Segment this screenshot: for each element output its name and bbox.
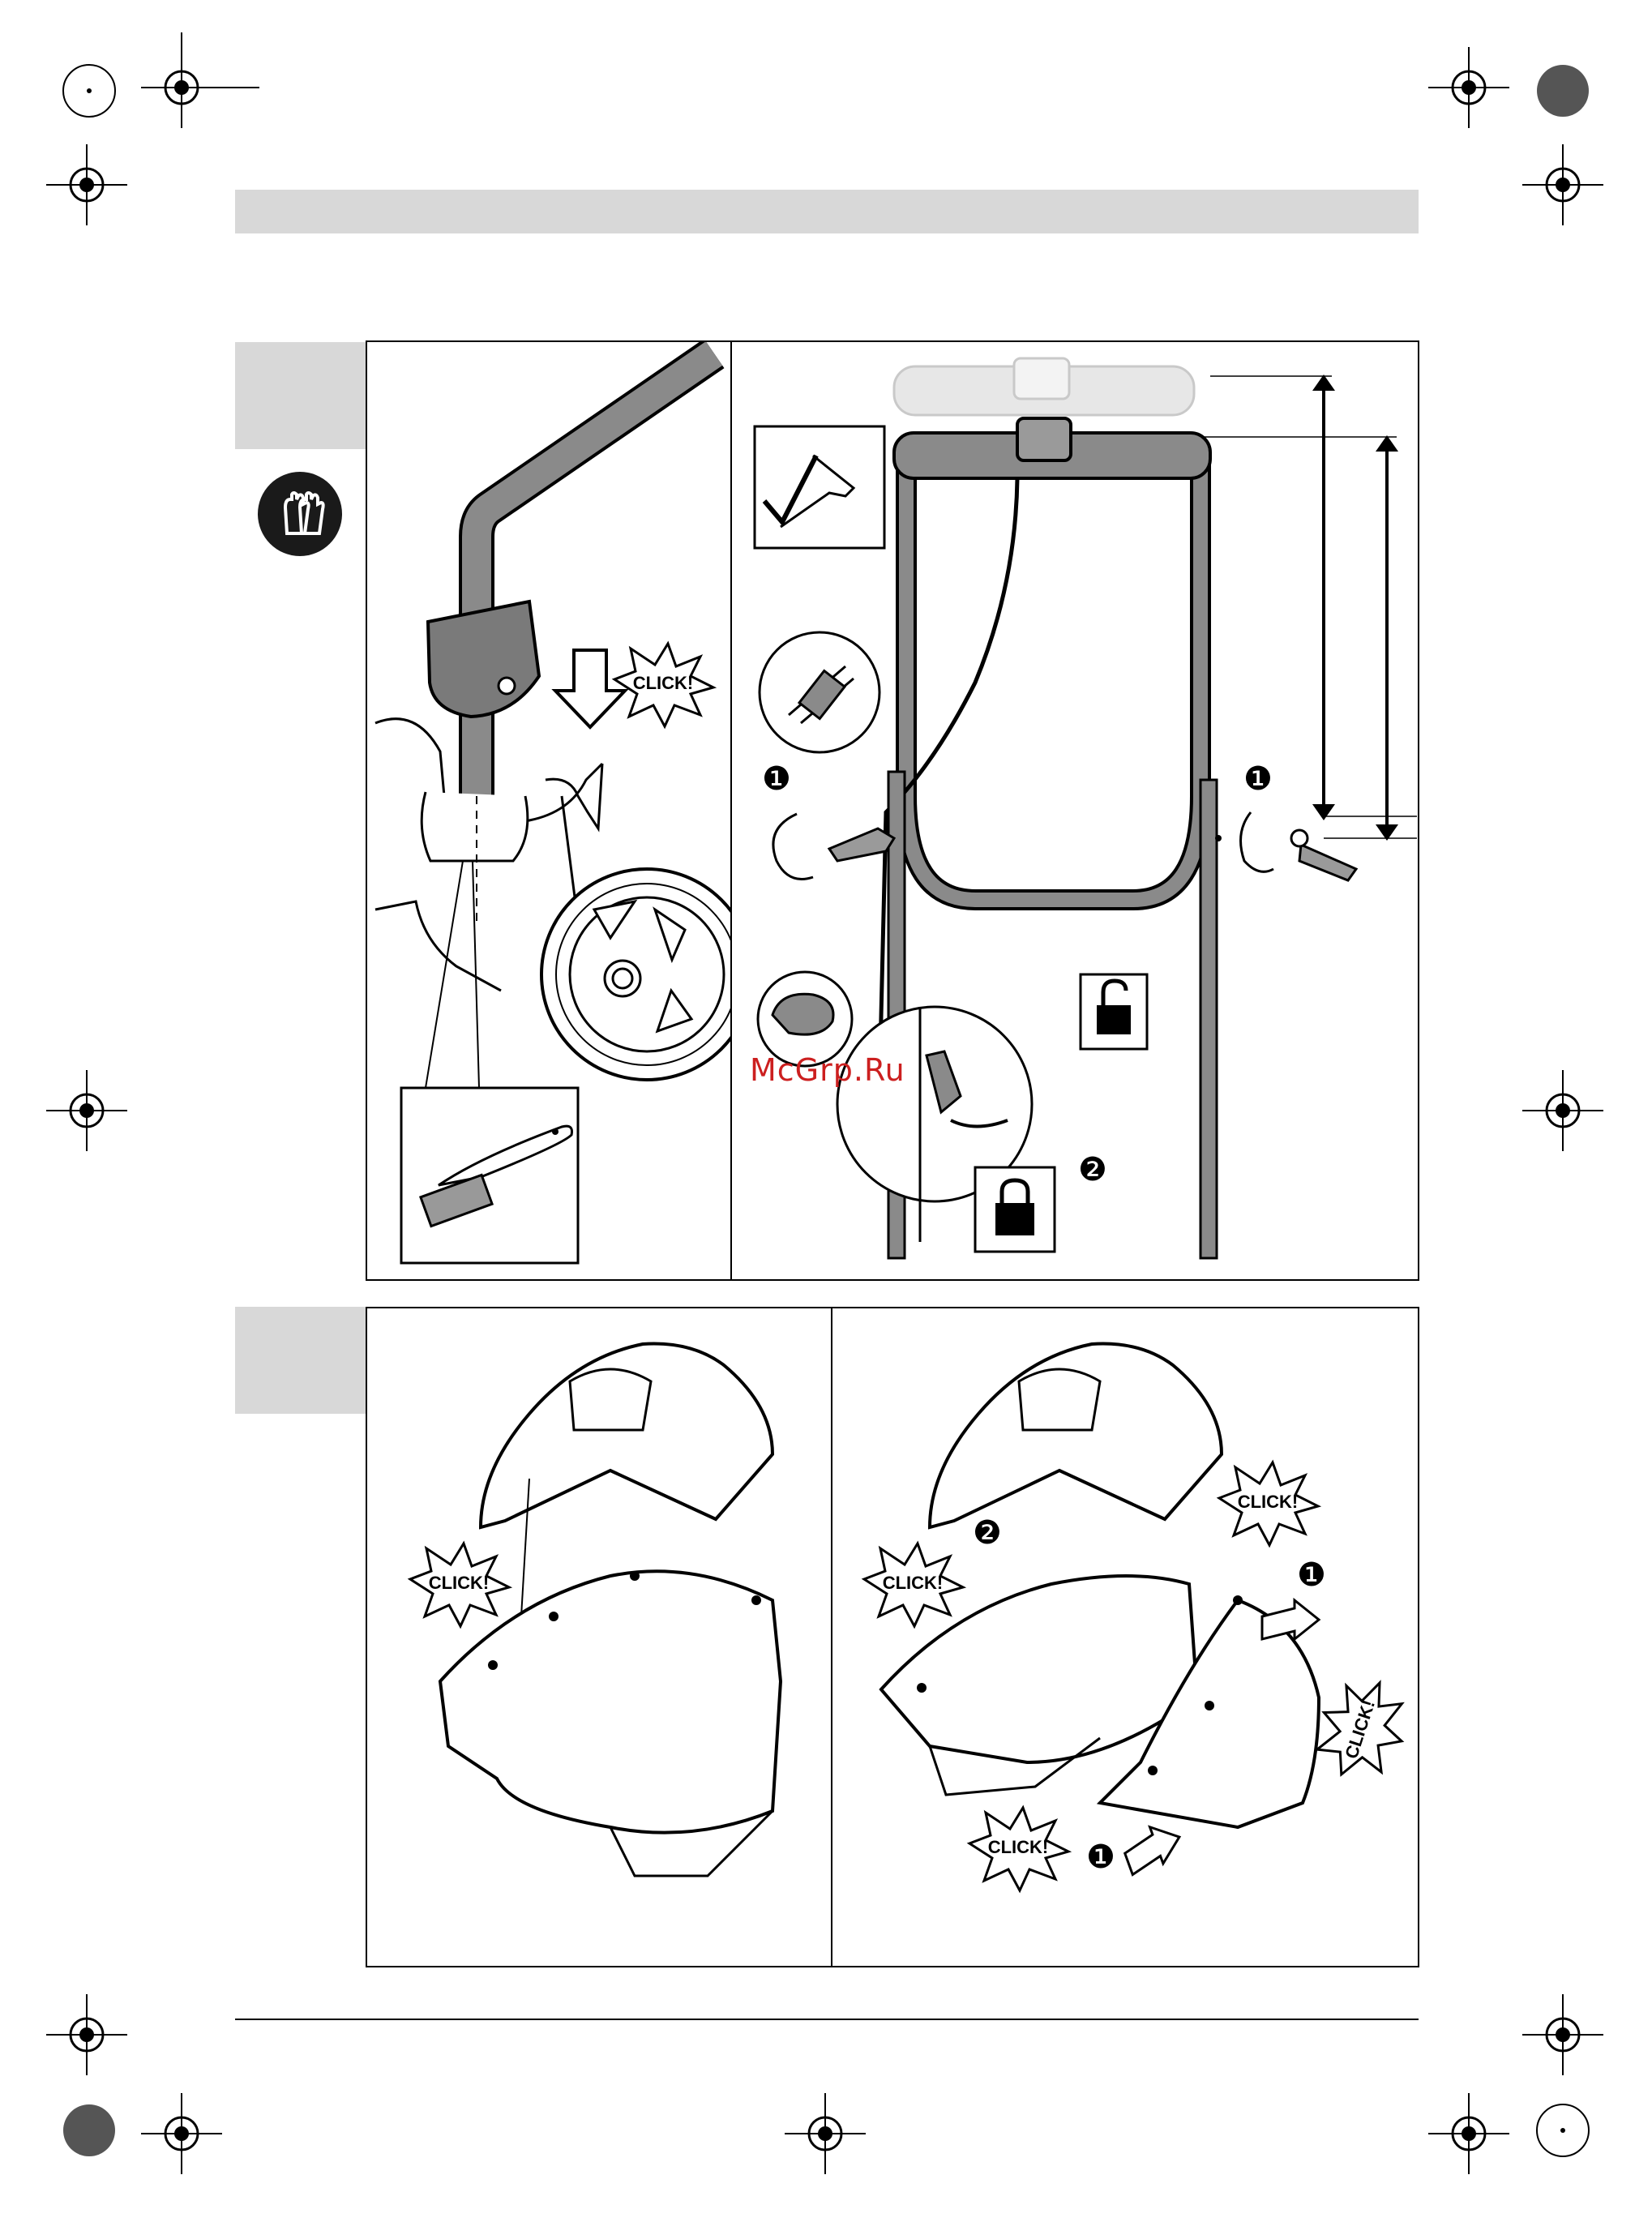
registration-mark-icon (1537, 65, 1589, 117)
step-marker-2: ❷ (1078, 1151, 1107, 1188)
handle-assembly-illustration (732, 342, 1418, 1279)
step-marker-1-basket-bottom: ❶ (1086, 1839, 1115, 1876)
registration-mark-icon (1428, 47, 1509, 128)
registration-mark-icon (46, 1994, 127, 2075)
figure-tab-2 (235, 1307, 366, 1414)
registration-mark-icon (46, 144, 127, 225)
step-marker-1-basket-top: ❶ (1297, 1556, 1326, 1594)
registration-mark-icon (1428, 2093, 1509, 2174)
watermark: McGrp.Ru (750, 1052, 905, 1088)
click-label: CLICK! (988, 1837, 1049, 1857)
click-burst-1: CLICK! (606, 640, 720, 730)
registration-mark-icon (1522, 144, 1603, 225)
click-burst-6: CLICK! (961, 1805, 1075, 1894)
grass-box-assembly-left (367, 1308, 831, 1966)
registration-mark-icon (1522, 1070, 1603, 1151)
click-burst-4: CLICK! (1211, 1459, 1325, 1548)
figure-tab-1 (235, 342, 366, 449)
click-label: CLICK! (633, 673, 694, 693)
handle-insertion-illustration (367, 342, 730, 1279)
grass-box-assembly-right (832, 1308, 1418, 1966)
lock-open-icon (1081, 974, 1147, 1049)
registration-mark-icon (1537, 2104, 1589, 2156)
click-label: CLICK! (883, 1573, 944, 1593)
step-marker-1-left: ❶ (762, 760, 791, 798)
step-marker-2-basket: ❷ (973, 1514, 1002, 1552)
footer-rule (235, 2019, 1419, 2020)
registration-mark-icon (63, 2104, 115, 2156)
registration-mark-icon (785, 2093, 866, 2174)
registration-mark-icon (63, 65, 115, 117)
click-burst-5: CLICK! (1305, 1673, 1419, 1787)
click-label: CLICK! (1238, 1492, 1299, 1512)
registration-mark-icon (46, 1070, 127, 1151)
click-burst-2: CLICK! (402, 1540, 516, 1629)
gloves-icon (258, 472, 342, 556)
lock-closed-icon (975, 1167, 1055, 1252)
step-marker-1-right: ❶ (1243, 760, 1273, 798)
click-label: CLICK! (429, 1573, 490, 1593)
registration-mark-icon (141, 2093, 222, 2174)
registration-mark-icon (1522, 1994, 1603, 2075)
click-burst-3: CLICK! (856, 1540, 969, 1629)
